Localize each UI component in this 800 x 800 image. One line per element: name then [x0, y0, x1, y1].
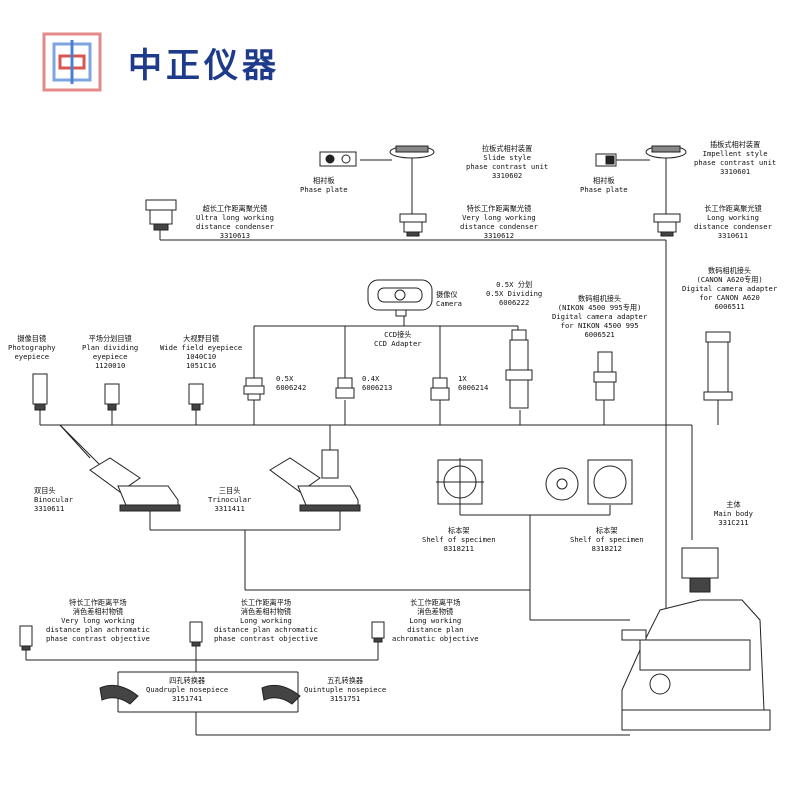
quadruple-nosepiece-icon [99, 684, 139, 705]
label-ccd-1x: 1X 6006214 [458, 374, 489, 392]
specimen-disc-icon [545, 467, 579, 501]
microscope-main-body-icon [621, 547, 771, 731]
ccd-adapter-icon [335, 377, 355, 399]
objective-icon [19, 625, 33, 651]
label-very-long-condenser: 特长工作距离聚光镜 Very long working distance con… [460, 204, 538, 240]
specimen-shelf-icon [436, 458, 484, 506]
label-impellent-phase-unit: 插板式相衬装置 Impellent style phase contrast u… [694, 140, 777, 176]
condenser-icon [399, 213, 427, 237]
label-shelf-1: 标本架 Shelf of specimen 8318211 [422, 526, 496, 553]
label-ccd-04x: 0.4X 6006213 [362, 374, 393, 392]
brand-name: 中正仪器 [128, 46, 280, 86]
condenser-icon [145, 199, 177, 231]
canon-adapter-icon [703, 331, 733, 401]
label-canon-adapter: 数码相机接头 (CANON A620专用) Digital camera ada… [682, 266, 778, 311]
label-wide-field-eyepiece: 大视野目镜 Wide field eyepiece 1040C10 1051C1… [160, 334, 243, 370]
label-trinocular: 三目头 Trinocular 3311411 [208, 486, 252, 513]
label-shelf-2: 标本架 Shelf of specimen 8318212 [570, 526, 644, 553]
nikon-adapter-icon [593, 351, 617, 401]
label-objective-long-phase: 长工作距离平场 消色差相衬物镜 Long working distance pl… [214, 598, 318, 643]
label-quintuple-nosepiece: 五孔转换器 Quintuple nosepiece 3151751 [304, 676, 387, 703]
label-dividing-05x: 0.5X 分划 0.5X Dividing 6006222 [486, 280, 543, 307]
eyepiece-icon [32, 373, 48, 411]
label-ccd-adapter: CCD接头 CCD Adapter [374, 330, 422, 348]
specimen-shelf-icon [587, 459, 633, 505]
ccd-adapter-icon [430, 377, 450, 401]
label-camera: 摄像仪 Camera [436, 290, 462, 308]
condenser-icon [653, 213, 681, 237]
label-phase-plate-2: 相衬板 Phase plate [580, 176, 628, 194]
label-plan-dividing-eyepiece: 平场分划目镜 Plan dividing eyepiece 1120010 [82, 334, 139, 370]
eyepiece-icon [188, 383, 204, 411]
objective-icon [189, 621, 203, 647]
objective-icon [371, 621, 385, 643]
label-quadruple-nosepiece: 四孔转换器 Quadruple nosepiece 3151741 [146, 676, 229, 703]
binocular-head-icon [89, 457, 181, 512]
dividing-tube-icon [505, 329, 533, 409]
impellent-phase-unit-icon [645, 145, 687, 159]
quintuple-nosepiece-icon [261, 684, 301, 705]
camera-icon [367, 279, 433, 317]
eyepiece-icon [104, 383, 120, 411]
label-ccd-05x: 0.5X 6006242 [276, 374, 307, 392]
label-binocular: 双目头 Binocular 3310611 [34, 486, 73, 513]
phase-plate-icon [595, 153, 617, 167]
ccd-adapter-icon [243, 377, 265, 401]
brand-logo-icon [42, 32, 102, 92]
label-nikon-adapter: 数码相机接头 (NIKON 4500 995专用) Digital camera… [552, 294, 648, 339]
label-photo-eyepiece: 摄像目镜 Photography eyepiece [8, 334, 56, 361]
label-ultra-condenser: 超长工作距离聚光镜 Ultra long working distance co… [196, 204, 274, 240]
label-long-condenser: 长工作距离聚光镜 Long working distance condenser… [694, 204, 772, 240]
slide-phase-unit-icon [389, 145, 435, 159]
label-phase-plate-1: 相衬板 Phase plate [300, 176, 348, 194]
label-main-body: 主体 Main body 331C211 [714, 500, 753, 527]
label-objective-very-long: 特长工作距离平场 消色差相衬物镜 Very long working dista… [46, 598, 150, 643]
label-slide-phase-unit: 拉板式相衬装置 Slide style phase contrast unit … [466, 144, 549, 180]
label-objective-long: 长工作距离平场 消色差物镜 Long working distance plan… [392, 598, 479, 643]
trinocular-head-icon [269, 449, 361, 512]
phase-plate-icon [319, 151, 357, 167]
